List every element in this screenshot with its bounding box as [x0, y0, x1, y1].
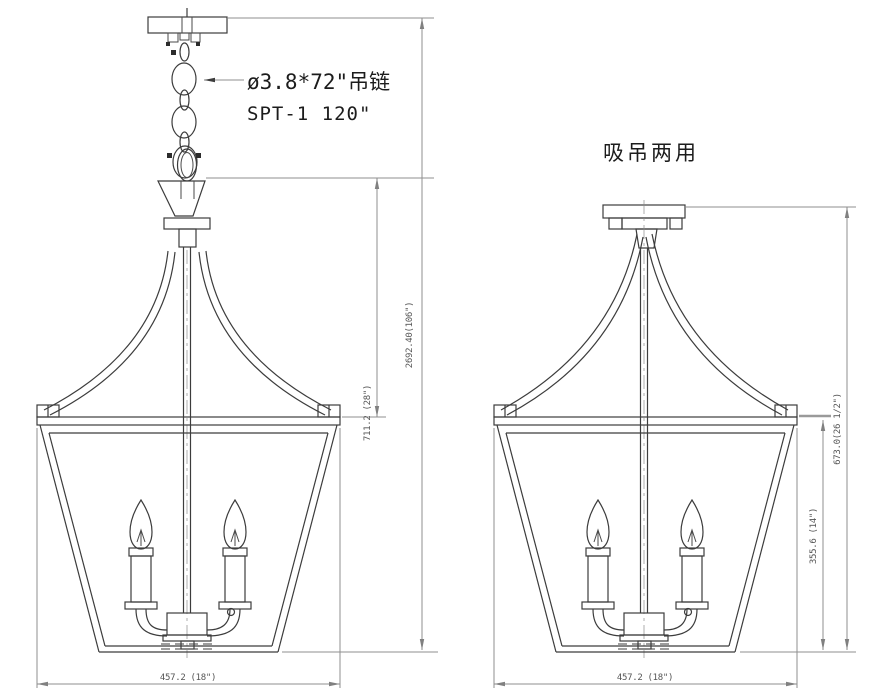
- dim-text-width: 457.2 (18"): [160, 673, 216, 683]
- center-rod: [182, 247, 192, 613]
- hanging-chain: [167, 42, 201, 179]
- lantern-cage: [36, 404, 341, 653]
- plate-tab-right: [669, 217, 683, 230]
- chain-link: [171, 105, 197, 139]
- ceiling-canopy: [147, 16, 228, 34]
- plate-tab-left: [608, 217, 623, 230]
- mount-plate: [621, 217, 668, 230]
- chain-spec-label: ø3.8*72"吊链: [247, 70, 390, 94]
- semiflush-dimensions: 673.0(26 1/2") 355.6 (14") 457.2 (18"): [493, 206, 856, 688]
- mount-neck: [635, 228, 658, 249]
- chain-link: [172, 145, 198, 179]
- extension-lines-width: [493, 428, 798, 688]
- canopy-mount-hardware: [167, 32, 179, 43]
- collar-plate: [163, 217, 211, 230]
- extension-lines-width: [36, 428, 341, 688]
- chain-link: [171, 62, 197, 96]
- frame-arms: [500, 233, 789, 416]
- finial-loop: [176, 148, 198, 182]
- dim-text-width: 457.2 (18"): [617, 673, 673, 683]
- collar-neck: [178, 228, 197, 248]
- center-rod: [639, 248, 649, 613]
- semiflush-figure: 吸吊两用: [493, 142, 798, 658]
- pendant-figure: [36, 8, 341, 658]
- dual-mount-note: 吸吊两用: [603, 142, 699, 165]
- dim-text-body-height: 711.2 (28"): [363, 385, 373, 441]
- frame-arms: [43, 250, 332, 416]
- dim-text-overall-height: 2692.40(106"): [405, 302, 415, 369]
- cord-spec-label: SPT-1 120": [247, 103, 371, 125]
- dim-text-cage-height: 355.6 (14"): [809, 508, 819, 564]
- pendant-dimensions: 2692.40(106") 711.2 (28") 457.2 (18") ø3…: [36, 17, 438, 688]
- dim-text-overall-height: 673.0(26 1/2"): [833, 393, 843, 465]
- lantern-cage: [493, 404, 798, 653]
